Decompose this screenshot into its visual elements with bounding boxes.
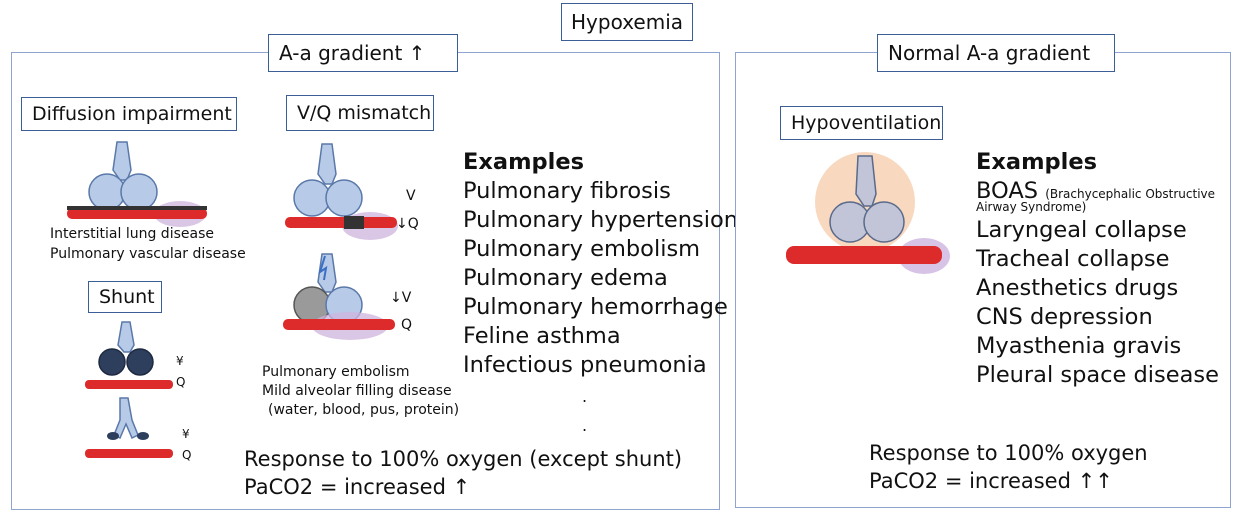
alveolus-left bbox=[293, 179, 331, 217]
left-examples-title: Examples bbox=[463, 149, 584, 175]
right-examples-title: Examples bbox=[976, 149, 1097, 175]
example-item: Laryngeal collapse bbox=[976, 217, 1187, 243]
airway-shape bbox=[317, 253, 337, 293]
example-item: Pulmonary fibrosis bbox=[463, 178, 671, 204]
right-paco2: PaCO2 = increased ↑↑ bbox=[869, 469, 1113, 493]
diffusion-label: Diffusion impairment bbox=[32, 103, 232, 125]
vessel bbox=[786, 246, 942, 264]
alveolus-right bbox=[120, 173, 158, 211]
vessel bbox=[85, 380, 173, 389]
example-item: Anesthetics drugs bbox=[976, 275, 1179, 301]
airway-shape bbox=[112, 141, 132, 181]
example-item: Myasthenia gravis bbox=[976, 333, 1182, 359]
left-heading-text: A-a gradient ↑ bbox=[279, 41, 426, 65]
alveolus-left bbox=[88, 173, 126, 211]
shunt-illustration bbox=[85, 321, 173, 458]
left-paco2: PaCO2 = increased ↑ bbox=[244, 475, 471, 499]
vq-mark-v-down: ↓V bbox=[390, 290, 412, 306]
title-box: Hypoxemia bbox=[561, 3, 693, 41]
shunt-mark-4: Q bbox=[182, 448, 192, 462]
collapsed-alveolus bbox=[107, 432, 119, 440]
vq-mark-v: V bbox=[406, 188, 416, 204]
airway-obstruction bbox=[318, 255, 328, 281]
shunt-mark-3: ¥ bbox=[182, 427, 190, 441]
vq-note-2: Mild alveolar filling disease bbox=[262, 383, 452, 399]
boas-detail-2: Airway Syndrome) bbox=[976, 200, 1087, 214]
vq-label-box: V/Q mismatch bbox=[286, 95, 434, 131]
vq-illustration-top bbox=[285, 143, 398, 240]
example-item: Pulmonary edema bbox=[463, 265, 668, 291]
shunt-label-box: Shunt bbox=[88, 281, 162, 313]
right-response: Response to 100% oxygen bbox=[869, 441, 1148, 465]
vq-mark-q: Q bbox=[401, 317, 413, 333]
diffusion-label-box: Diffusion impairment bbox=[21, 97, 237, 131]
vq-mark-q-down: ↓Q bbox=[396, 216, 419, 232]
thickened-membrane bbox=[67, 206, 207, 210]
hypoventilation-label-box: Hypoventilation bbox=[780, 106, 943, 140]
alveolus-right bbox=[325, 179, 363, 217]
airway-shape bbox=[855, 155, 877, 207]
boas-detail-1: (Brachycephalic Obstructive bbox=[1045, 187, 1216, 201]
left-examples: Examples Pulmonary fibrosis Pulmonary hy… bbox=[463, 148, 738, 380]
embolus bbox=[344, 216, 364, 229]
airway-shape bbox=[317, 143, 337, 185]
airway-shape bbox=[113, 397, 139, 440]
example-item: Pulmonary hypertension bbox=[463, 207, 739, 233]
alveolus-right bbox=[863, 201, 905, 243]
ellipsis-dot-2: . bbox=[582, 416, 588, 435]
vq-note-3: (water, blood, pus, protein) bbox=[268, 402, 460, 418]
shunt-mark-2: Q bbox=[176, 375, 186, 389]
example-item: CNS depression bbox=[976, 304, 1153, 330]
example-item: Infectious pneumonia bbox=[463, 352, 707, 378]
collapsed-alveolus-left bbox=[98, 348, 126, 376]
left-heading-box: A-a gradient ↑ bbox=[268, 34, 458, 72]
collapsed-alveolus bbox=[137, 432, 149, 440]
hypoventilation-illustration bbox=[786, 152, 950, 274]
vq-illustration-bottom bbox=[283, 253, 395, 340]
left-response: Response to 100% oxygen (except shunt) bbox=[244, 447, 683, 471]
vessel bbox=[285, 217, 397, 228]
collapsed-alveolus-right bbox=[126, 348, 154, 376]
boas-main: BOAS bbox=[976, 178, 1039, 204]
example-item: Pleural space disease bbox=[976, 362, 1219, 388]
right-heading-text: Normal A-a gradient bbox=[888, 41, 1091, 65]
example-item: Pulmonary hemorrhage bbox=[463, 294, 728, 320]
right-examples: Examples BOAS (Brachycephalic Obstructiv… bbox=[976, 148, 1219, 390]
vessel bbox=[85, 449, 173, 458]
vq-label: V/Q mismatch bbox=[297, 102, 432, 124]
hypoventilation-label: Hypoventilation bbox=[791, 112, 942, 134]
vessel bbox=[283, 319, 395, 330]
vq-note-1: Pulmonary embolism bbox=[262, 364, 410, 380]
example-item: Pulmonary embolism bbox=[463, 236, 701, 262]
example-item: Feline asthma bbox=[463, 323, 621, 349]
diffusion-note-1: Interstitial lung disease bbox=[50, 226, 214, 242]
shunt-mark-1: ¥ bbox=[176, 354, 184, 368]
vessel bbox=[67, 208, 207, 219]
example-item: Tracheal collapse bbox=[976, 246, 1170, 272]
example-item-boas: BOAS (Brachycephalic Obstructive bbox=[976, 177, 1219, 206]
airway-shape bbox=[117, 321, 135, 353]
diffusion-note-2: Pulmonary vascular disease bbox=[50, 246, 246, 262]
title-text: Hypoxemia bbox=[571, 10, 684, 34]
shunt-label: Shunt bbox=[99, 286, 155, 308]
right-heading-box: Normal A-a gradient bbox=[877, 34, 1115, 72]
diffusion-illustration bbox=[67, 141, 207, 227]
ellipsis-dot-1: . bbox=[582, 387, 588, 406]
